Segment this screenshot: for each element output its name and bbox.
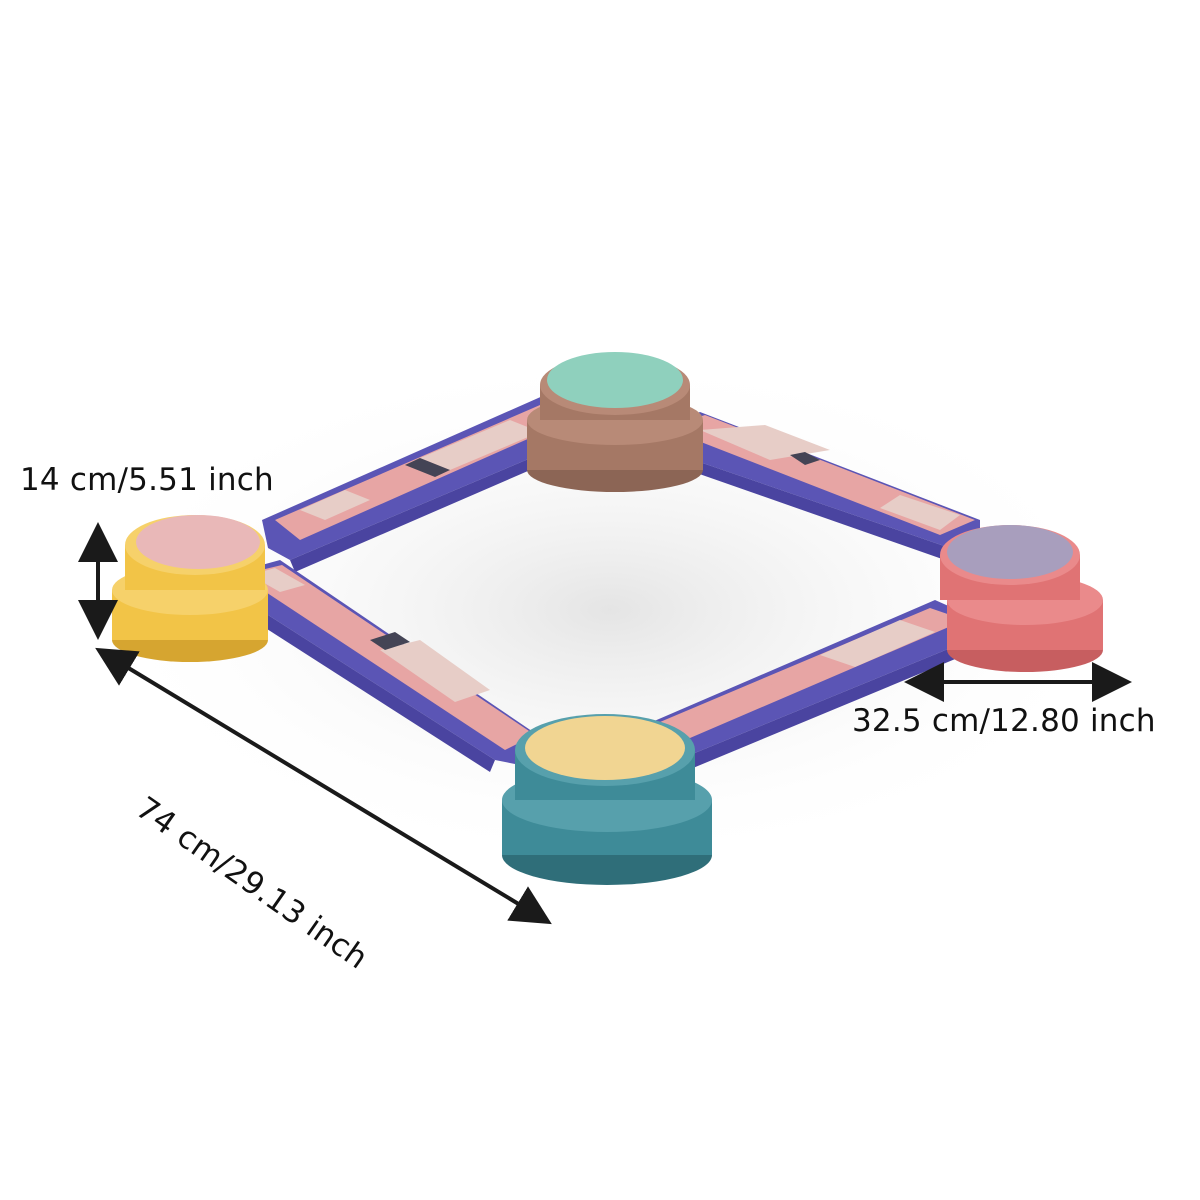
width-dimension-label: 32.5 cm/12.80 inch bbox=[852, 703, 1156, 739]
pink-top-pad bbox=[136, 515, 260, 569]
length-arrow bbox=[95, 647, 552, 925]
stepping-stone-teal bbox=[502, 714, 712, 885]
mint-top-pad bbox=[547, 352, 683, 408]
balance-beam-top-left bbox=[262, 395, 590, 572]
balance-beam-bottom-right bbox=[645, 600, 980, 768]
stepping-stone-red bbox=[940, 525, 1103, 672]
stepping-stone-yellow bbox=[112, 515, 268, 662]
cream-top-pad bbox=[525, 716, 685, 780]
stepping-stone-brown bbox=[527, 352, 703, 492]
height-dimension-label: 14 cm/5.51 inch bbox=[20, 462, 274, 498]
balance-beam-top-right bbox=[648, 412, 980, 560]
lavender-top-pad bbox=[947, 525, 1073, 579]
